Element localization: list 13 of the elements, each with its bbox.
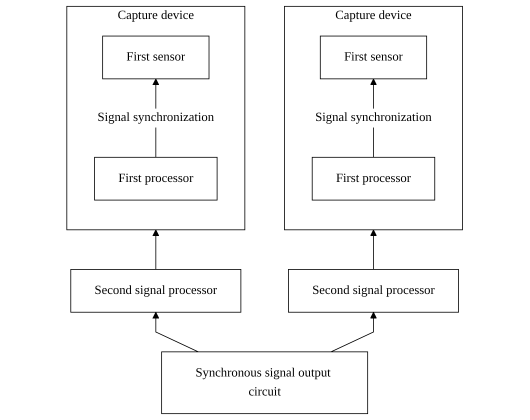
arrow (370, 230, 378, 270)
edge-label: Signal synchronization (316, 110, 432, 124)
node-box: First processor (94, 156, 218, 200)
node-box: Synchronous signal output circuit (162, 351, 368, 414)
edge-label: Signal synchronization (98, 110, 214, 124)
node-box: First sensor (320, 36, 428, 80)
node-box: First sensor (102, 36, 210, 80)
node-box: Second signal processor (288, 269, 460, 313)
arrow (152, 230, 160, 270)
node-box: First processor (312, 156, 436, 200)
node-box: Second signal processor (70, 269, 242, 313)
arrow (330, 312, 378, 352)
arrow (152, 312, 200, 352)
